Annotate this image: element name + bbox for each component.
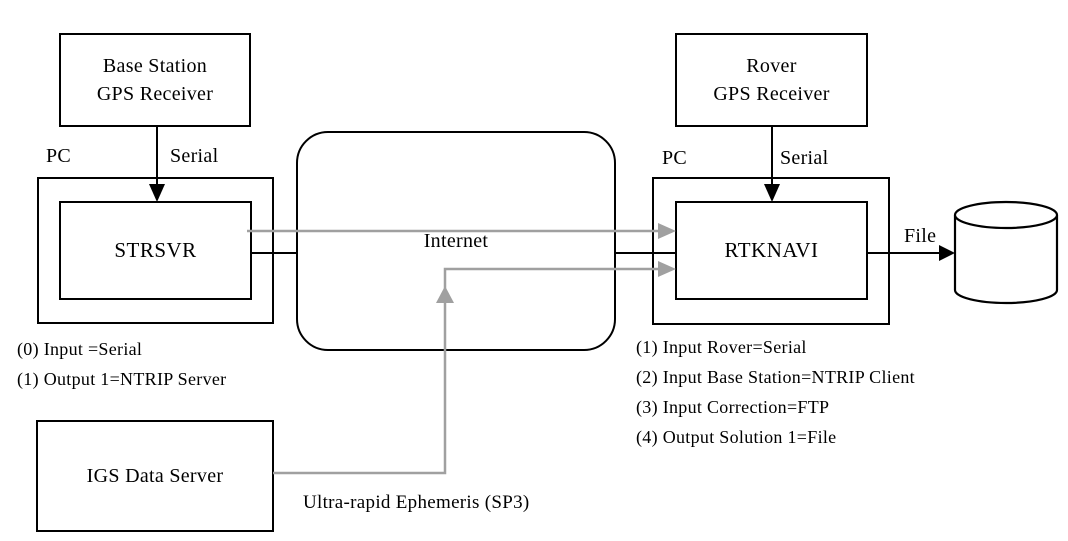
internet-label: Internet xyxy=(423,230,489,252)
ephemeris-label: Ultra-rapid Ephemeris (SP3) xyxy=(303,492,530,513)
strsvr-config-line: (0) Input =Serial xyxy=(17,339,143,359)
internet-node: Internet xyxy=(296,131,616,351)
rtknavi-config-line: (1) Input Rover=Serial xyxy=(636,337,807,357)
serial-label-right: Serial xyxy=(780,147,829,169)
strsvr-config-list: (0) Input =Serial (1) Output 1=NTRIP Ser… xyxy=(17,334,226,394)
file-label: File xyxy=(904,225,937,247)
strsvr-label: STRSVR xyxy=(114,238,197,262)
serial-label-left: Serial xyxy=(170,145,219,167)
pc-label-left: PC xyxy=(46,145,72,167)
strsvr-config-line: (1) Output 1=NTRIP Server xyxy=(17,369,227,389)
base-station-label-line1: Base Station xyxy=(102,55,208,77)
base-station-node: Base Station GPS Receiver xyxy=(59,33,251,127)
rover-node: Rover GPS Receiver xyxy=(675,33,868,127)
rover-label-line2: GPS Receiver xyxy=(713,83,830,105)
rtknavi-config-line: (3) Input Correction=FTP xyxy=(636,397,830,417)
rover-label-line1: Rover xyxy=(746,55,797,77)
database-cylinder-icon xyxy=(953,200,1059,305)
rtknavi-node: RTKNAVI xyxy=(675,201,868,300)
rtknavi-config-line: (4) Output Solution 1=File xyxy=(636,427,837,447)
igs-data-server-node: IGS Data Server xyxy=(36,420,274,532)
rtknavi-config-list: (1) Input Rover=Serial (2) Input Base St… xyxy=(636,332,915,452)
strsvr-node: STRSVR xyxy=(59,201,252,300)
rtknavi-config-line: (2) Input Base Station=NTRIP Client xyxy=(636,367,915,387)
base-station-label-line2: GPS Receiver xyxy=(96,83,214,105)
igs-data-server-label: IGS Data Server xyxy=(86,465,224,487)
rtknavi-label: RTKNAVI xyxy=(724,238,819,262)
pc-label-right: PC xyxy=(662,147,688,169)
